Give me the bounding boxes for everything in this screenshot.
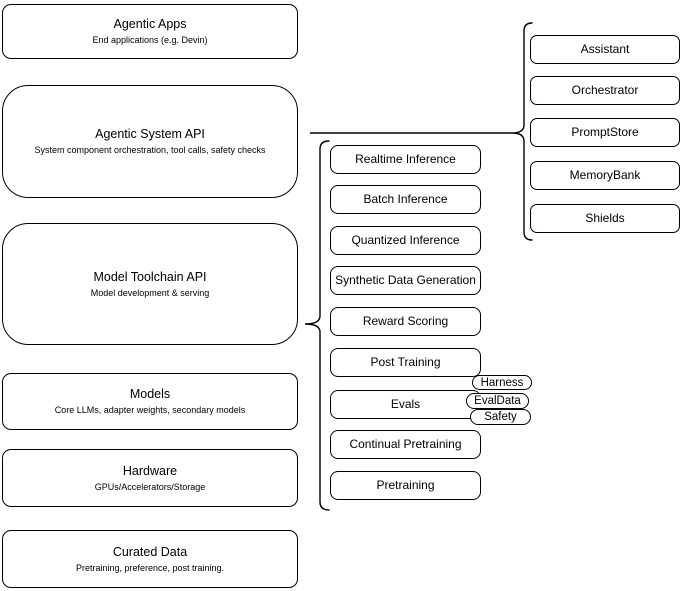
- box-title: Curated Data: [112, 544, 188, 559]
- box-title: Agentic System API: [95, 127, 205, 141]
- box-subtitle: GPUs/Accelerators/Storage: [94, 481, 206, 492]
- box-curated-data: Curated Data Pretraining, preference, po…: [2, 530, 298, 588]
- brace-toolchain-group: [304, 140, 330, 511]
- tag-evaldata: EvalData: [466, 393, 529, 409]
- box-title: Agentic Apps: [113, 17, 187, 31]
- box-subtitle: System component orchestration, tool cal…: [34, 145, 266, 155]
- box-agentic-apps: Agentic Apps End applications (e.g. Devi…: [2, 4, 298, 59]
- box-subtitle: Model development & serving: [90, 287, 210, 298]
- component-assistant: Assistant: [530, 35, 680, 64]
- node-synthetic-data-generation: Synthetic Data Generation: [330, 266, 481, 295]
- box-models: Models Core LLMs, adapter weights, secon…: [2, 373, 298, 430]
- node-pretraining: Pretraining: [330, 471, 481, 500]
- component-promptstore: PromptStore: [530, 118, 680, 147]
- box-title: Model Toolchain API: [93, 269, 207, 284]
- box-title: Hardware: [122, 463, 178, 478]
- box-subtitle: End applications (e.g. Devin): [92, 35, 208, 45]
- component-orchestrator: Orchestrator: [530, 76, 680, 105]
- tag-safety: Safety: [470, 409, 531, 425]
- node-reward-scoring: Reward Scoring: [330, 307, 481, 336]
- box-subtitle: Core LLMs, adapter weights, secondary mo…: [54, 405, 246, 415]
- node-continual-pretraining: Continual Pretraining: [330, 430, 481, 459]
- node-quantized-inference: Quantized Inference: [330, 226, 481, 255]
- box-model-toolchain-api: Model Toolchain API Model development & …: [2, 223, 298, 345]
- node-post-training: Post Training: [330, 348, 481, 377]
- box-hardware: Hardware GPUs/Accelerators/Storage: [2, 449, 298, 507]
- node-realtime-inference: Realtime Inference: [330, 145, 481, 174]
- box-agentic-system-api: Agentic System API System component orch…: [2, 85, 298, 198]
- brace-system-group: [511, 22, 533, 241]
- node-evals: Evals: [330, 390, 481, 419]
- box-subtitle: Pretraining, preference, post training.: [75, 562, 225, 573]
- component-memorybank: MemoryBank: [530, 161, 680, 190]
- node-batch-inference: Batch Inference: [330, 185, 481, 214]
- component-shields: Shields: [530, 204, 680, 233]
- tag-harness: Harness: [472, 375, 532, 390]
- box-title: Models: [129, 387, 171, 401]
